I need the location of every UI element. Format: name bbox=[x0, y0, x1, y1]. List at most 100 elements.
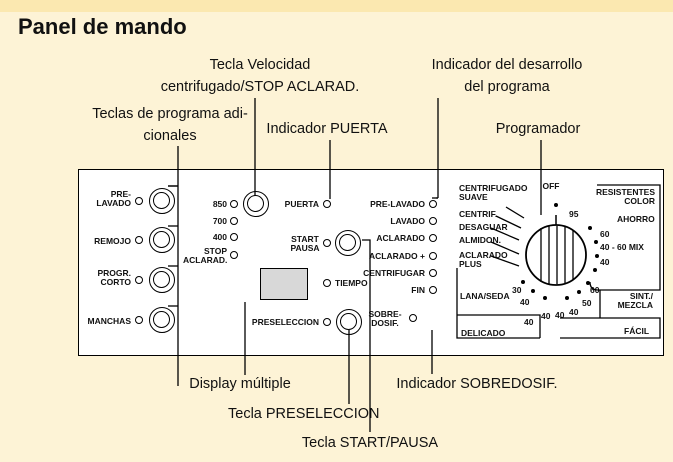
multi-display bbox=[260, 268, 308, 300]
callout-puerta: Indicador PUERTA bbox=[266, 121, 388, 137]
leader-start bbox=[362, 239, 371, 432]
prelavado-button[interactable] bbox=[149, 188, 175, 214]
callout-programas: Teclas de programa adi- cionales bbox=[80, 103, 260, 147]
dial-temp-6: 40 bbox=[569, 307, 579, 317]
stop-aclarad-label: STOP ACLARAD. bbox=[183, 247, 227, 265]
facil-box bbox=[560, 317, 661, 339]
dial-left-label-2: CENTRIF. bbox=[459, 209, 498, 219]
callout-desarrollo: Indicador del desarrollo del programa bbox=[417, 54, 597, 98]
callout-display: Display múltiple bbox=[189, 376, 291, 392]
dial-left-label-6: PLUS bbox=[459, 259, 482, 269]
stop-aclarad-led bbox=[230, 251, 238, 259]
callout-programas-line1: Teclas de programa adi- bbox=[92, 106, 248, 122]
delicado-label: DELICADO bbox=[461, 328, 506, 338]
tiempo-label: TIEMPO bbox=[335, 278, 368, 288]
lana-delicado-box bbox=[456, 268, 540, 339]
remojo-button[interactable] bbox=[149, 227, 175, 253]
dial-left-label-3: DESAGUAR bbox=[459, 222, 508, 232]
start-pausa-led bbox=[323, 239, 331, 247]
callout-desarrollo-line1: Indicador del desarrollo bbox=[431, 57, 583, 73]
dial-dots bbox=[521, 203, 599, 300]
phase-aclarado-label: ACLARADO bbox=[376, 233, 425, 243]
start-pausa-label-line1: START bbox=[291, 234, 319, 244]
sint-label-line2: MEZCLA bbox=[617, 300, 653, 310]
callout-sobredosif: Indicador SOBREDOSIF. bbox=[396, 376, 558, 392]
dial-temp-0: 95 bbox=[569, 209, 579, 219]
spin-speed-button[interactable] bbox=[243, 191, 269, 217]
stop-aclarad-label-line1: STOP bbox=[204, 246, 227, 256]
dial-temp-11: 40 bbox=[524, 317, 534, 327]
speed-400-label: 400 bbox=[212, 232, 227, 242]
progr-corto-label-line1: PROGR. bbox=[97, 268, 131, 278]
dial-temp-9: 40 bbox=[520, 297, 530, 307]
resistentes-color-label: RESISTENTES COLOR bbox=[595, 188, 655, 206]
programmer-dial[interactable] bbox=[525, 215, 587, 286]
start-pausa-label-line2: PAUSA bbox=[290, 243, 320, 253]
phase-aclarado-plus-label: ACLARADO + bbox=[369, 251, 425, 261]
dial-temp-1: 60 bbox=[600, 229, 610, 239]
ahorro-label: AHORRO bbox=[617, 214, 655, 224]
phase-lavado-label: LAVADO bbox=[390, 216, 425, 226]
callout-velocidad-line2: centrifugado/STOP ACLARAD. bbox=[160, 79, 360, 95]
lana-seda-label: LANA/SEDA bbox=[460, 291, 510, 301]
start-pausa-label: START PAUSA bbox=[289, 235, 321, 253]
callout-desarrollo-line2: del programa bbox=[464, 79, 550, 95]
dial-off-label: OFF bbox=[542, 181, 560, 191]
remojo-led bbox=[135, 236, 143, 244]
speed-700-label: 700 bbox=[212, 216, 227, 226]
callout-start: Tecla START/PAUSA bbox=[301, 435, 439, 451]
callout-preseleccion: Tecla PRESELECCION bbox=[228, 406, 380, 422]
progr-corto-button[interactable] bbox=[149, 267, 175, 293]
leader-desarrollo bbox=[436, 98, 439, 199]
callout-velocidad: Tecla Velocidad centrifugado/STOP ACLARA… bbox=[160, 54, 360, 98]
stop-aclarad-label-line2: ACLARAD. bbox=[183, 255, 228, 265]
preseleccion-label: PRESELECCION bbox=[251, 317, 319, 327]
phase-fin-led bbox=[429, 286, 437, 294]
dial-left-label-0: CENTRIFUGADO bbox=[459, 183, 528, 193]
delicado-box bbox=[457, 314, 541, 338]
sobredosif-label: SOBRE- DOSIF. bbox=[365, 310, 405, 328]
resistentes-box bbox=[589, 184, 661, 291]
manchas-button[interactable] bbox=[149, 307, 175, 333]
progr-corto-label: PROGR. CORTO bbox=[89, 269, 131, 287]
callout-velocidad-line1: Tecla Velocidad bbox=[209, 57, 311, 73]
sint-label-line1: SINT./ bbox=[629, 291, 653, 301]
preseleccion-led bbox=[323, 318, 331, 326]
manchas-label: MANCHAS bbox=[87, 316, 131, 326]
dial-left-label-4: ALMIDON. bbox=[459, 235, 502, 245]
resistentes-label-line2: COLOR bbox=[624, 196, 655, 206]
sobredosif-led bbox=[409, 314, 417, 322]
phase-centrifugar-label: CENTRIFUGAR bbox=[363, 268, 425, 278]
dial-temp-8: 40 bbox=[541, 311, 551, 321]
prelavado-label-line1: PRE- bbox=[110, 189, 131, 199]
start-pausa-button[interactable] bbox=[335, 230, 361, 256]
callout-programador: Programador bbox=[495, 121, 581, 137]
dial-temp-7: 40 bbox=[555, 310, 565, 320]
dial-temp-2: 40 - 60 MIX bbox=[600, 242, 644, 252]
prelavado-label-line2: LAVADO bbox=[96, 198, 131, 208]
phase-centrifugar-led bbox=[429, 269, 437, 277]
puerta-label: PUERTA bbox=[284, 199, 319, 209]
manchas-led bbox=[135, 316, 143, 324]
dial-temp-10: 30 bbox=[512, 285, 522, 295]
sint-mezcla-label: SINT./ MEZCLA bbox=[609, 292, 653, 310]
callout-programas-line2: cionales bbox=[143, 128, 197, 144]
prelavado-led bbox=[135, 197, 143, 205]
page-title: Panel de mando bbox=[18, 14, 187, 39]
speed-700-led bbox=[230, 217, 238, 225]
prelavado-label: PRE- LAVADO bbox=[89, 190, 131, 208]
dial-temp-5: 50 bbox=[582, 298, 592, 308]
facil-label: FÁCIL bbox=[624, 326, 650, 336]
remojo-label: REMOJO bbox=[94, 236, 131, 246]
speed-850-label: 850 bbox=[212, 199, 227, 209]
speed-400-led bbox=[230, 233, 238, 241]
dial-temp-3: 40 bbox=[600, 257, 610, 267]
sobredosif-label-line2: DOSIF. bbox=[371, 318, 399, 328]
tiempo-led bbox=[323, 279, 331, 287]
phase-aclarado-plus-led bbox=[429, 252, 437, 260]
dial-left-label-5: ACLARADO bbox=[459, 250, 508, 260]
speed-850-led bbox=[230, 200, 238, 208]
phase-prelavado-led bbox=[429, 200, 437, 208]
resistentes-label-line1: RESISTENTES bbox=[595, 187, 655, 197]
